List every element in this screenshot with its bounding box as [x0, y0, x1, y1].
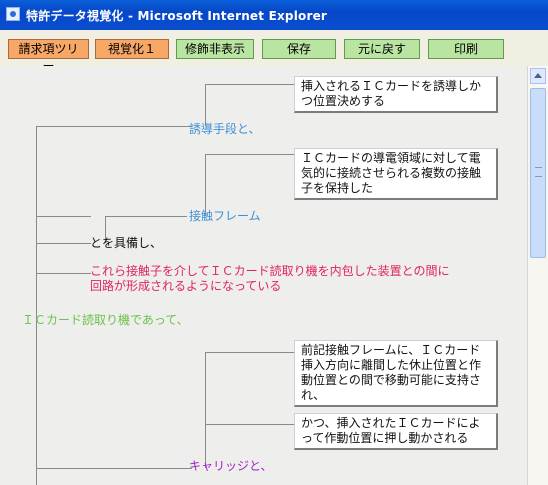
hide-modifiers-button[interactable]: 修飾非表示: [176, 39, 254, 59]
tree-node[interactable]: ＩＣカード読取り機であって、: [22, 313, 189, 328]
ie-icon: [6, 7, 20, 21]
tree-node[interactable]: とを具備し、: [90, 236, 162, 251]
connector: [105, 216, 106, 243]
connector: [36, 126, 192, 127]
tree-node[interactable]: 誘導手段と、: [189, 122, 261, 137]
tree-node[interactable]: 接触フレーム: [189, 209, 261, 224]
scroll-up-arrow-icon[interactable]: [530, 68, 546, 84]
node-text-line: 挿入されるＩＣカードを誘導しか: [301, 79, 482, 93]
node-text-line: 気的に接続させられる複数の接触: [301, 166, 482, 180]
node-text-line: 前記接触フレームに、ＩＣカード: [301, 343, 481, 357]
connector: [205, 84, 206, 126]
connector: [205, 352, 295, 353]
node-text-line: とを具備し、: [90, 236, 163, 250]
trunk-line: [36, 126, 37, 485]
connector: [36, 216, 91, 217]
connector: [36, 468, 192, 469]
connector: [205, 154, 295, 155]
print-button[interactable]: 印刷: [428, 39, 504, 59]
tree-node[interactable]: これら接触子を介してＩＣカード読取り機を内包した装置との間に 回路が形成されるよ…: [90, 264, 450, 294]
tree-node[interactable]: ＩＣカードの導電領域に対して電 気的に接続させられる複数の接触 子を保持した: [294, 148, 498, 200]
connector: [36, 273, 91, 274]
node-text-line: これら接触子を介してＩＣカード読取り機を内包した装置との間に: [90, 264, 450, 278]
vertical-scrollbar[interactable]: [527, 66, 548, 485]
claim-tree-button[interactable]: 請求項ツリー: [8, 39, 89, 73]
node-text-line: 子を保持した: [301, 181, 374, 195]
node-text-line: キャリッジと、: [189, 459, 273, 473]
window-titlebar: 特許データ視覚化 - Microsoft Internet Explorer: [0, 0, 548, 30]
tree-node[interactable]: キャリッジと、: [189, 459, 273, 474]
window-title: 特許データ視覚化 - Microsoft Internet Explorer: [26, 9, 328, 23]
connector: [36, 243, 91, 244]
node-text-line: 誘導手段と、: [189, 122, 261, 136]
node-text-line: って作動位置に押し動かされる: [301, 431, 469, 445]
node-text-line: れ、: [301, 388, 326, 402]
connector: [205, 424, 295, 425]
undo-button[interactable]: 元に戻す: [344, 39, 420, 59]
connector: [205, 154, 206, 216]
connector: [105, 216, 187, 217]
node-text-line: ＩＣカードの導電領域に対して電: [301, 151, 481, 165]
node-text-line: かつ、挿入されたＩＣカードによ: [301, 416, 481, 430]
node-text-line: 挿入方向に離間した休止位置と作: [301, 358, 482, 372]
connector: [205, 84, 295, 85]
save-button[interactable]: 保存: [262, 39, 336, 59]
connector: [205, 352, 206, 468]
tree-node[interactable]: 前記接触フレームに、ＩＣカード 挿入方向に離間した休止位置と作 動位置との間で移…: [294, 340, 498, 407]
node-text-line: 接触フレーム: [189, 209, 261, 223]
toolbar: 請求項ツリー 視覚化１ 修飾非表示 保存 元に戻す 印刷: [0, 30, 548, 73]
scroll-thumb[interactable]: [530, 88, 546, 258]
tree-node[interactable]: かつ、挿入されたＩＣカードによ って作動位置に押し動かされる: [294, 413, 498, 450]
node-text-line: ＩＣカード読取り機であって、: [22, 313, 189, 327]
node-text-line: つ位置決めする: [301, 94, 386, 108]
visualize1-button[interactable]: 視覚化１: [95, 39, 169, 59]
tree-node[interactable]: 挿入されるＩＣカードを誘導しか つ位置決めする: [294, 76, 498, 113]
node-text-line: 動位置との間で移動可能に支持さ: [301, 373, 481, 387]
node-text-line: 回路が形成されるようになっている: [90, 279, 282, 293]
tree-canvas: 挿入されるＩＣカードを誘導しか つ位置決めする 誘導手段と、 ＩＣカードの導電領…: [0, 66, 527, 485]
